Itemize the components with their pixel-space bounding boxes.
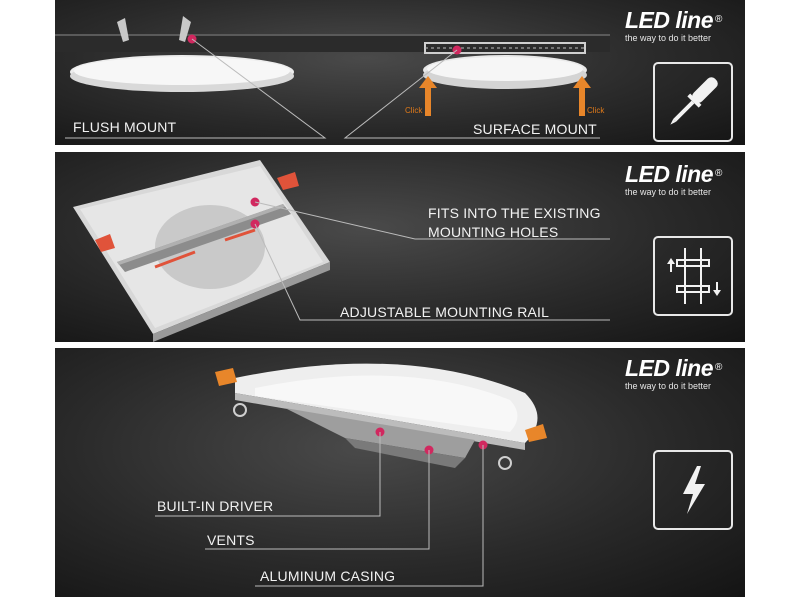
square-panel-edge	[153, 262, 330, 342]
spring-clip-right	[525, 424, 547, 442]
vents-leader	[205, 450, 430, 550]
flush-clip-right	[179, 16, 191, 42]
vents-label: VENTS	[207, 532, 255, 548]
brand-name: LED line	[625, 161, 714, 187]
brand-tagline: the way to do it better	[625, 381, 712, 391]
brand-logo: LED line® the way to do it better	[625, 8, 745, 44]
fits-holes-line1: FITS INTO THE EXISTING	[428, 205, 601, 221]
screwdriver-icon-box	[653, 62, 733, 142]
lightning-icon	[683, 466, 705, 514]
brand-name: LED line	[625, 7, 714, 33]
mounting-rail	[117, 204, 291, 272]
luminaire-edge	[235, 393, 525, 450]
adjustable-rail-icon	[667, 248, 721, 304]
flush-panel-face	[74, 57, 290, 85]
brand-name: LED line	[625, 355, 714, 381]
flush-surface-mount-panel: Click Click FLUSH MOUNT SURFACE MOUNT LE…	[55, 0, 745, 145]
brand-registered: ®	[715, 14, 722, 25]
surface-mount-label: SURFACE MOUNT	[473, 121, 597, 137]
brand-tagline: the way to do it better	[625, 187, 712, 197]
click-text-left: Click	[405, 106, 423, 115]
aluminum-casing-label: ALUMINUM CASING	[260, 568, 396, 584]
brand-tagline: the way to do it better	[625, 33, 712, 43]
screwdriver-icon	[670, 77, 718, 125]
flush-leader	[65, 38, 327, 139]
fits-holes-line2: MOUNTING HOLES	[428, 224, 559, 240]
spring-clip-left	[95, 234, 115, 252]
built-in-driver-label: BUILT-IN DRIVER	[157, 498, 274, 514]
driver-leader	[155, 432, 381, 517]
brand-registered: ®	[715, 362, 722, 373]
fits-holes-label: FITS INTO THE EXISTING MOUNTING HOLES	[428, 204, 601, 242]
click-text-right: Click	[587, 106, 605, 115]
surface-leader	[343, 49, 600, 139]
rail-illustration	[73, 160, 610, 342]
lightning-icon-box	[653, 450, 733, 530]
mount-illustration	[55, 16, 610, 139]
spring-clip-left	[215, 368, 237, 386]
mounting-rail-panel: FITS INTO THE EXISTING MOUNTING HOLES AD…	[55, 152, 745, 342]
casing-leader	[255, 445, 484, 587]
adjustable-rail-icon-box	[653, 236, 733, 316]
brand-logo: LED line® the way to do it better	[625, 162, 745, 198]
click-arrow-left	[419, 76, 437, 116]
adjustable-rail-label: ADJUSTABLE MOUNTING RAIL	[340, 304, 550, 320]
click-arrow-right	[573, 76, 591, 116]
flush-mount-label: FLUSH MOUNT	[73, 119, 177, 135]
brand-logo: LED line® the way to do it better	[625, 356, 745, 392]
cross-section-panel: BUILT-IN DRIVER VENTS ALUMINUM CASING LE…	[55, 348, 745, 597]
brand-registered: ®	[715, 168, 722, 179]
ceiling-bar-edge	[55, 34, 610, 36]
rail-leader	[254, 223, 610, 321]
surface-panel-face	[427, 57, 583, 81]
flush-clip-left	[117, 18, 129, 42]
cross-section-illustration	[155, 363, 547, 587]
holes-leader	[254, 201, 610, 240]
spring-clip-right	[277, 172, 299, 190]
